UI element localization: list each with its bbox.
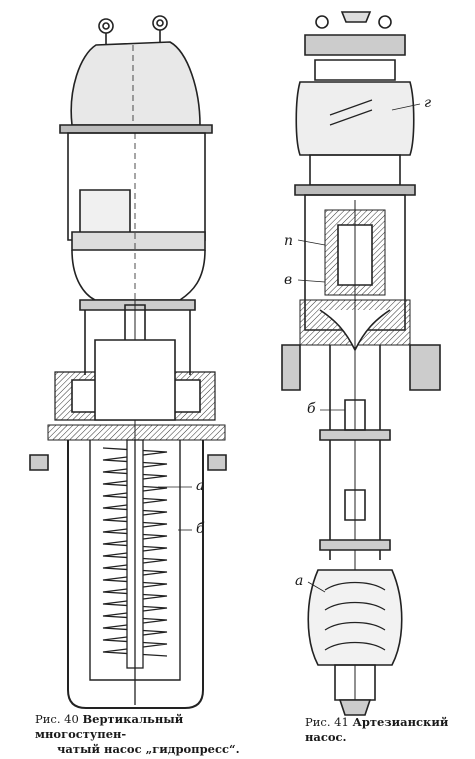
figure-41-drawing bbox=[281, 11, 441, 716]
figure-40-drawing bbox=[29, 15, 227, 709]
caption-40-line1: Вертикальный многоступен- bbox=[35, 712, 184, 741]
caption-figure-40: Рис. 40 Вертикальный многоступен- чатый … bbox=[35, 712, 260, 757]
lifting-eye-left bbox=[98, 18, 114, 45]
label-b-fig41: б bbox=[307, 401, 316, 417]
label-a-fig40: а bbox=[196, 478, 205, 494]
caption-figure-41: Рис. 41 Артезианский насос. bbox=[305, 715, 470, 745]
label-b-fig40: б bbox=[196, 521, 205, 537]
lifting-eye-right bbox=[152, 15, 168, 42]
motor-body bbox=[67, 132, 206, 301]
column-pipe bbox=[319, 345, 391, 560]
leader-a2 bbox=[307, 581, 326, 593]
caption-41-prefix: Рис. 41 bbox=[305, 715, 349, 729]
caption-41-text: Артезианский насос. bbox=[305, 715, 449, 744]
impeller-stack bbox=[102, 439, 168, 705]
label-a-fig41: а bbox=[295, 573, 304, 589]
label-p-fig41: п bbox=[284, 233, 294, 249]
leader-p bbox=[297, 239, 326, 246]
label-v-fig41: в bbox=[284, 272, 293, 288]
motor-cap bbox=[59, 41, 213, 134]
pump-head-casing bbox=[29, 339, 227, 471]
caption-40-line2: чатый насос „гидропресс“. bbox=[57, 742, 240, 756]
upper-housing bbox=[281, 194, 441, 705]
leader-g bbox=[391, 103, 421, 111]
motor-section bbox=[294, 34, 416, 196]
caption-40-prefix: Рис. 40 bbox=[35, 712, 79, 726]
top-handles bbox=[315, 11, 392, 29]
bowl-assembly bbox=[307, 569, 403, 716]
leader-v bbox=[297, 279, 326, 283]
label-g-fig41: г bbox=[424, 95, 432, 111]
